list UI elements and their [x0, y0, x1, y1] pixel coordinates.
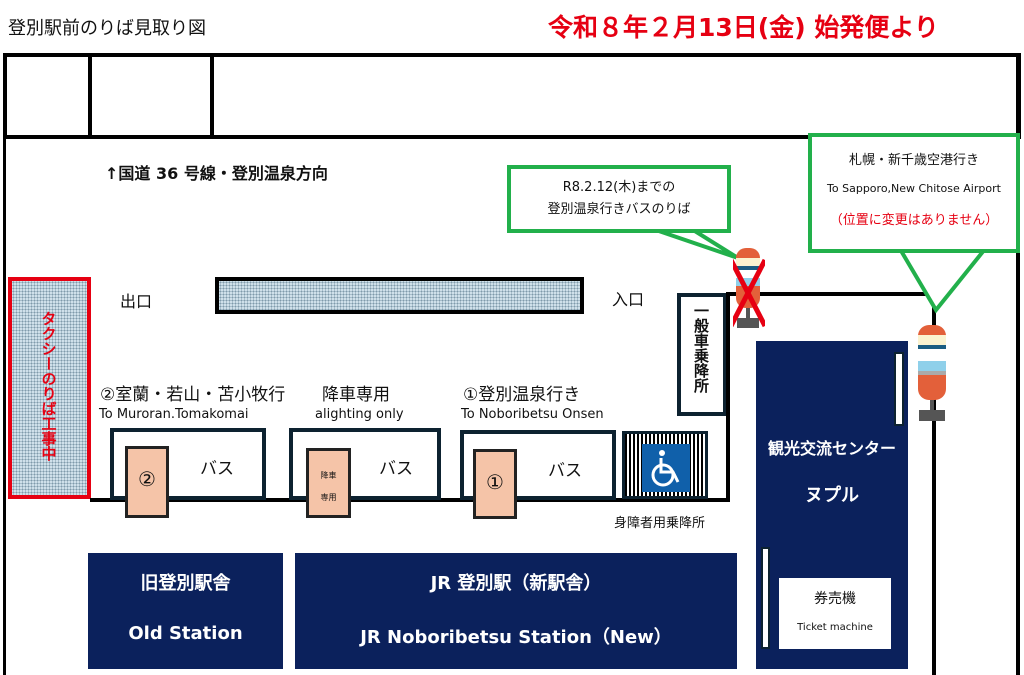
stop1-jp: ①登別温泉行き [463, 385, 581, 405]
door [894, 352, 904, 426]
jr-station-jp: JR 登別駅（新駅舎） [430, 573, 602, 594]
effective-date: 令和８年２月13日(金) 始発便より [548, 13, 939, 42]
general-car-area: 一般車乗降所 [677, 293, 727, 416]
stop2-jp: ②室蘭・若山・苫小牧行 [100, 385, 286, 405]
old-callout-line1: R8.2.12(木)までの [562, 180, 676, 195]
frame-left [3, 53, 6, 675]
entrance-label: 入口 [612, 290, 645, 309]
sapporo-jp: 札幌・新千歳空港行き [848, 153, 979, 168]
road-edge [726, 292, 936, 296]
taxi-label: タクシーのりば工事中 [39, 311, 58, 461]
ticket-en: Ticket machine [797, 622, 873, 633]
alighting-en: alighting only [315, 407, 404, 422]
jr-station-en: JR Noboribetsu Station（New） [360, 627, 672, 648]
stop-post-alighting: 降車専用 [306, 448, 351, 518]
bus-label: バス [548, 461, 582, 481]
center-name: 観光交流センター [767, 439, 896, 458]
stop1-en: To Noboribetsu Onsen [461, 407, 604, 422]
road-edge-vertical [726, 292, 730, 502]
old-station-en: Old Station [128, 623, 243, 644]
sapporo-callout: 札幌・新千歳空港行き To Sapporo,New Chitose Airpor… [808, 133, 1020, 253]
post-line2: 専用 [320, 493, 337, 502]
page-title: 登別駅前のりば見取り図 [8, 18, 206, 39]
sapporo-bus-stop-sign-icon [918, 325, 946, 421]
old-callout-line2: 登別温泉行きバスのりば [547, 202, 691, 217]
stop-post-2: ② [125, 446, 169, 518]
sapporo-en: To Sapporo,New Chitose Airport [827, 182, 1001, 195]
stop-post-1: ① [473, 449, 517, 519]
general-car-label: 一般車乗降所 [692, 303, 710, 393]
accessible-label: 身障者用乗降所 [614, 516, 706, 531]
bus-bay-alighting: バス [289, 428, 441, 500]
median-strip [215, 277, 584, 314]
old-station: 旧登別駅舎 Old Station [88, 553, 283, 669]
road-edge-right [932, 292, 936, 675]
direction-label: ↑国道 36 号線・登別温泉方向 [105, 164, 328, 183]
old-stop-callout: R8.2.12(木)までの 登別温泉行きバスのりば [507, 165, 731, 233]
old-bus-stop-sign-icon [733, 248, 765, 328]
jr-station: JR 登別駅（新駅舎） JR Noboribetsu Station（New） [295, 553, 737, 669]
ticket-machine: 券売機 Ticket machine [779, 578, 891, 649]
ticket-jp: 券売機 [814, 591, 856, 607]
taxi-area: タクシーのりば工事中 [8, 277, 91, 499]
old-station-jp: 旧登別駅舎 [140, 573, 231, 594]
sapporo-note: （位置に変更はありません） [829, 213, 999, 228]
center-nickname: ヌプル [805, 485, 859, 506]
wheelchair-icon [642, 444, 690, 492]
alighting-jp: 降車専用 [322, 385, 390, 405]
exit-label: 出口 [120, 292, 153, 311]
curb-line [90, 498, 730, 502]
accessible-area [622, 431, 708, 499]
door [761, 547, 770, 649]
bus-label: バス [379, 459, 413, 479]
bus-label: バス [200, 459, 234, 479]
post-line1: 降車 [320, 471, 337, 480]
frame-right [1016, 53, 1020, 675]
building-3 [210, 53, 1021, 139]
stop2-en: To Muroran.Tomakomai [99, 407, 249, 422]
